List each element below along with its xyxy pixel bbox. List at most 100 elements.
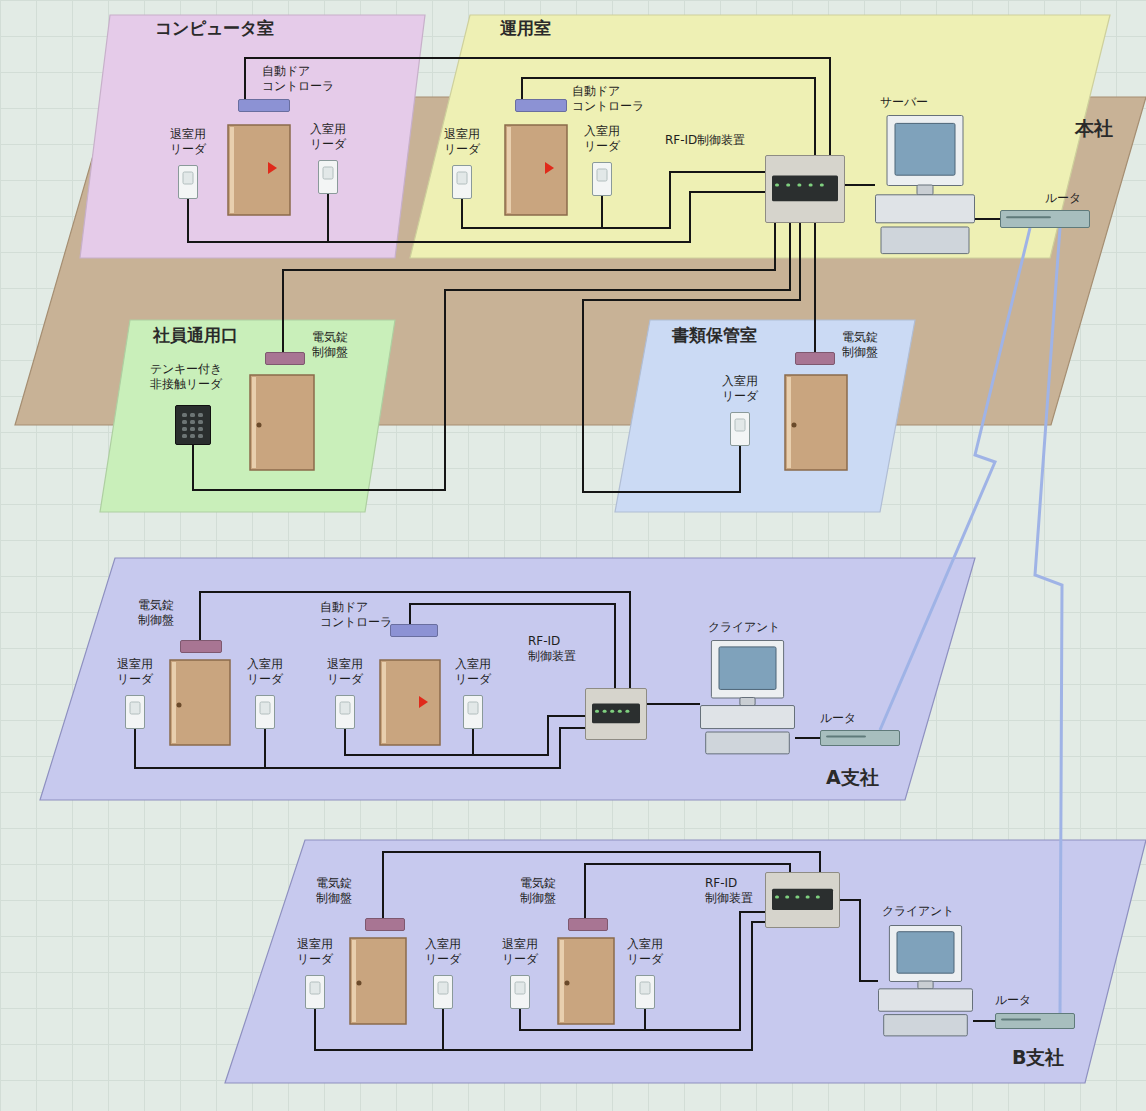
device-label: 退室用 リーダ xyxy=(321,657,369,687)
device-label: 電気錠 制御盤 xyxy=(316,876,364,906)
label-holder: 入室用 リーダ xyxy=(621,937,669,967)
reader-window xyxy=(183,172,193,184)
outline-shape xyxy=(15,97,1146,425)
room-region: 書類保管室入室用 リーダ 電気錠 制御盤 xyxy=(615,320,915,512)
label-holder: 社員通用口 xyxy=(153,325,238,346)
keypad-body xyxy=(176,406,211,445)
rfid-housing xyxy=(766,873,840,928)
label-holder: 入室用 リーダ xyxy=(241,657,289,687)
outline-shape xyxy=(615,320,915,512)
computer: クライアント xyxy=(700,640,795,755)
label-holder: サーバー xyxy=(880,95,928,110)
router: ルータ xyxy=(820,730,900,746)
keyboard xyxy=(706,732,790,754)
signal-wire xyxy=(135,728,585,768)
door-controller: 自動ドア コントローラ xyxy=(390,624,438,637)
keypad-key xyxy=(198,413,203,417)
device-label: 入室用 リーダ xyxy=(578,124,626,154)
monitor xyxy=(889,926,961,982)
label-holder: 入室用 リーダ xyxy=(304,122,352,152)
reader-window xyxy=(515,982,525,994)
label-holder: 退室用 リーダ xyxy=(438,127,486,157)
room-region: コンピュータ室自動ドア コントローラ退室用 リーダ入室用 リーダ xyxy=(80,15,425,258)
door-controller: 自動ドア コントローラ xyxy=(515,99,567,112)
rfid-led xyxy=(595,710,599,713)
screen xyxy=(895,123,955,175)
signal-wire xyxy=(410,604,615,688)
signal-wire xyxy=(328,192,765,242)
label-holder: B支社 xyxy=(1012,1046,1064,1070)
card-reader-icon xyxy=(463,695,483,729)
router-icon xyxy=(995,1013,1075,1029)
door-edge xyxy=(507,127,511,213)
label-holder: 電気錠 制御盤 xyxy=(520,876,568,906)
device-label: クライアント xyxy=(882,904,954,919)
label-holder: ルータ xyxy=(1045,191,1081,206)
rfid-led xyxy=(610,710,614,713)
label-holder: 書類保管室 xyxy=(672,325,757,346)
router-body xyxy=(1001,211,1090,228)
monitor xyxy=(711,641,783,699)
signal-wire xyxy=(520,912,765,1030)
doors xyxy=(170,125,847,1024)
auto-door xyxy=(505,125,567,215)
computer-icon xyxy=(875,115,975,255)
keypad-key xyxy=(182,434,187,438)
keypad-key xyxy=(182,413,187,417)
door-controller-icon xyxy=(265,352,305,365)
keypad-key xyxy=(190,434,195,438)
device-label: ルータ xyxy=(820,711,856,726)
keypad-key xyxy=(198,434,203,438)
card-reader: 退室用 リーダ xyxy=(305,975,325,1009)
label-holder: 電気錠 制御盤 xyxy=(138,598,186,628)
rfid-housing xyxy=(766,156,845,223)
signal-wire xyxy=(975,218,1000,220)
router-slot xyxy=(1006,216,1051,218)
door xyxy=(785,375,847,470)
signal-wire xyxy=(383,852,820,918)
keypad-key xyxy=(198,427,203,431)
auto-door-mark xyxy=(268,162,277,174)
rfid-led xyxy=(797,184,801,187)
rfid-led xyxy=(795,896,799,899)
computer-base xyxy=(876,195,975,223)
door xyxy=(170,660,230,745)
outline-shape xyxy=(410,15,1110,258)
card-reader-icon xyxy=(305,975,325,1009)
floor-outline xyxy=(225,840,1146,1083)
label-holder: 自動ドア コントローラ xyxy=(262,64,342,94)
keyboard xyxy=(884,1015,968,1036)
device-label: 退室用 リーダ xyxy=(291,937,339,967)
door-edge xyxy=(172,662,176,743)
door-controller-icon xyxy=(390,624,438,637)
card-reader-icon xyxy=(335,695,355,729)
label-holder: ルータ xyxy=(995,993,1031,1008)
rfid-panel xyxy=(592,704,640,724)
card-reader: 入室用 リーダ xyxy=(730,412,750,446)
door-controller: 電気錠 制御盤 xyxy=(568,918,608,931)
device-label: テンキー付き 非接触リーダ xyxy=(150,362,230,392)
rfid-led xyxy=(775,896,779,899)
door-knob xyxy=(257,423,262,428)
door-controller: 電気錠 制御盤 xyxy=(265,352,305,365)
reader-body xyxy=(511,976,530,1009)
computer-icon xyxy=(700,640,795,755)
label-holder: 入室用 リーダ xyxy=(419,937,467,967)
monitor-stand xyxy=(740,698,755,706)
floor-band: 本社コンピュータ室自動ドア コントローラ退室用 リーダ入室用 リーダ運用室自動ド… xyxy=(15,97,1146,425)
reader-body xyxy=(126,696,145,729)
label-holder: 本社 xyxy=(1075,117,1113,141)
signal-wire xyxy=(283,223,775,352)
label-holder: ルータ xyxy=(820,711,856,726)
device-label: 入室用 リーダ xyxy=(241,657,289,687)
signal-wire xyxy=(647,703,700,705)
controller-box xyxy=(516,100,567,112)
device-label: サーバー xyxy=(880,95,928,110)
rfid-led xyxy=(820,184,824,187)
label-holder: 自動ドア コントローラ xyxy=(320,600,400,630)
rfid-controller: RF-ID 制御装置 xyxy=(765,872,840,928)
card-reader-icon xyxy=(433,975,453,1009)
device-label: 電気錠 制御盤 xyxy=(520,876,568,906)
door-edge xyxy=(382,662,386,743)
device-label: 電気錠 制御盤 xyxy=(842,330,890,360)
